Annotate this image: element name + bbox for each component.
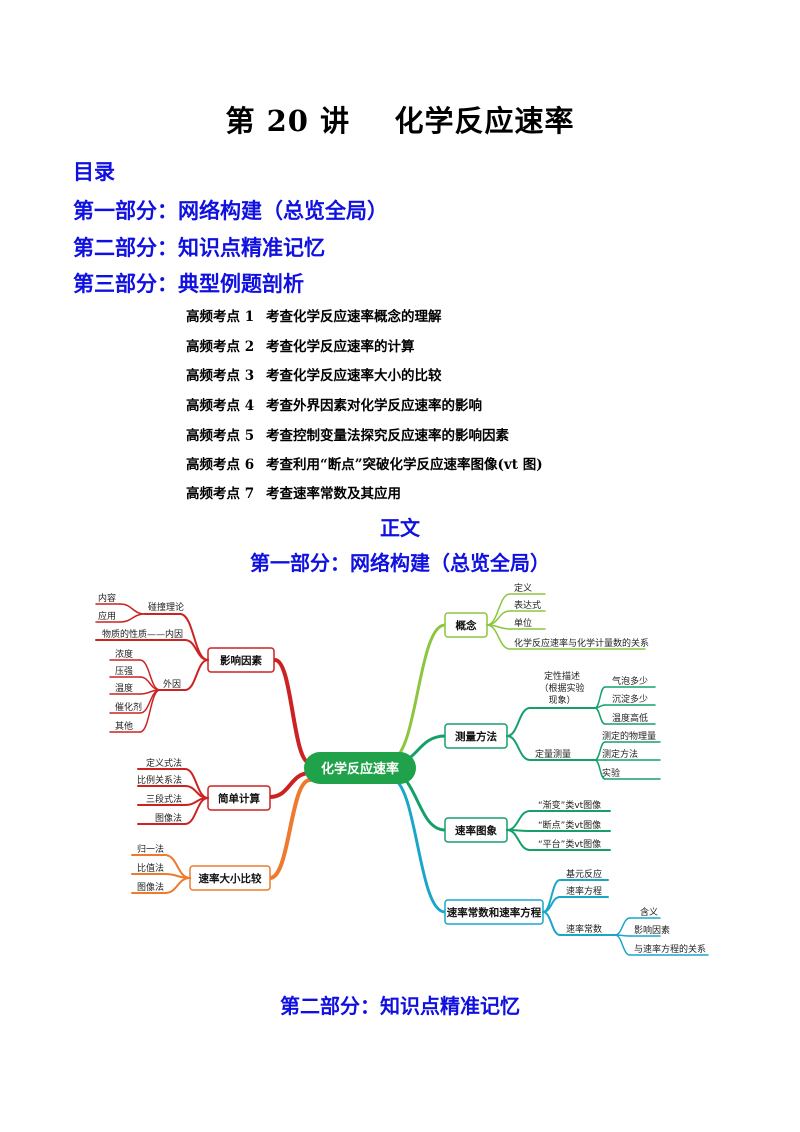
line	[506, 810, 531, 831]
text-factor: 催化剂	[115, 701, 142, 713]
toc-part-2[interactable]: 第二部分：知识点精准记忆	[73, 235, 325, 260]
text-concept-item: 表达式	[514, 599, 541, 611]
line	[486, 593, 511, 626]
text-rate-constant: 速率常数	[566, 923, 602, 935]
part2-heading: 第二部分：知识点精准记忆	[280, 994, 520, 1018]
line	[614, 934, 631, 956]
line	[614, 917, 631, 936]
line	[184, 639, 209, 661]
branch-line-compare	[268, 778, 312, 880]
text-qualitative-item: 沉淀多少	[612, 693, 648, 705]
text-quantitative-item: 测定方法	[602, 748, 638, 760]
text-factor: 浓度	[115, 648, 133, 660]
line	[542, 879, 561, 913]
text-external: 外因	[163, 678, 181, 690]
node-constant-label: 速率常数和速率方程	[447, 906, 542, 919]
line	[184, 768, 209, 799]
text-constant-item: 与速率方程的关系	[634, 943, 706, 955]
line	[119, 603, 146, 615]
text-property-internal: 物质的性质——内因	[102, 628, 183, 640]
line	[164, 873, 191, 879]
node-rate-graph-label: 速率图象	[455, 824, 497, 837]
text-graph-type: “平台”类vt图像	[538, 838, 601, 850]
line	[139, 689, 161, 733]
toc-part-3[interactable]: 第三部分：典型例题剖析	[73, 271, 304, 296]
toc-heading: 目录	[73, 159, 115, 184]
text-concept-item: 定义	[514, 582, 532, 594]
node-influence-label: 影响因素	[220, 654, 262, 667]
node-measure-label: 测量方法	[455, 730, 497, 743]
text-graph-type: “断点”类vt图像	[538, 819, 601, 831]
line	[139, 659, 161, 691]
part1-heading: 第一部分：网络构建（总览全局）	[250, 551, 550, 575]
text-factor: 其他	[115, 720, 133, 732]
node-concept-label: 概念	[456, 619, 477, 632]
branch-line-concept	[388, 623, 447, 762]
text-collision-theory: 碰撞理论	[148, 601, 184, 613]
text-calc-method: 定义式法	[146, 757, 182, 769]
line	[594, 759, 606, 780]
line	[506, 735, 531, 761]
line	[119, 613, 146, 623]
text-graph-type: “渐变”类vt图像	[538, 799, 601, 811]
text-quantitative-item: 实验	[602, 767, 620, 779]
line	[184, 659, 209, 691]
line	[179, 613, 209, 661]
text-concept-item: 单位	[514, 617, 532, 629]
text-constant-item: 影响因素	[634, 924, 670, 936]
body-heading: 正文	[380, 516, 420, 540]
text-qualitative-2: （根据实验	[539, 682, 584, 694]
line	[506, 707, 531, 737]
line	[506, 829, 531, 851]
mind-map: 化学反应速率影响因素碰撞理论内容应用物质的性质——内因外因浓度压强温度催化剂其他…	[95, 582, 709, 956]
text-elementary-reaction: 基元反应	[566, 868, 602, 880]
text-compare-method: 归一法	[137, 843, 164, 855]
line	[486, 610, 511, 626]
text-qualitative-3: 现象）	[548, 694, 575, 706]
text-concept-item: 化学反应速率与化学计量数的关系	[514, 637, 649, 649]
text-calc-method: 比例关系法	[137, 774, 182, 786]
text-qualitative: 定性描述	[544, 670, 580, 682]
text-constant-item: 含义	[640, 906, 658, 918]
center-node	[304, 752, 416, 784]
line	[542, 911, 561, 936]
node-calc-label: 简单计算	[218, 792, 260, 805]
text-rate-equation: 速率方程	[566, 885, 602, 897]
text-application: 应用	[98, 610, 116, 622]
text-factor: 压强	[115, 666, 133, 677]
node-compare-label: 速率大小比较	[199, 872, 262, 885]
text-content: 内容	[98, 592, 116, 604]
text-quantitative: 定量测量	[535, 748, 571, 760]
text-calc-method: 图像法	[155, 812, 182, 824]
text-qualitative-item: 气泡多少	[612, 675, 648, 687]
branch-line-influence	[273, 658, 312, 765]
text-factor: 温度	[115, 682, 133, 694]
text-calc-method: 三段式法	[146, 793, 182, 805]
toc-part-1[interactable]: 第一部分：网络构建（总览全局）	[73, 198, 388, 223]
text-quantitative-item: 测定的物理量	[602, 730, 656, 742]
center-node-label: 化学反应速率	[321, 761, 399, 777]
line	[486, 624, 511, 650]
text-compare-method: 比值法	[137, 862, 164, 874]
line	[184, 797, 209, 825]
page-title: 第 20 讲 化学反应速率	[225, 104, 575, 138]
line	[594, 707, 606, 725]
text-qualitative-item: 温度高低	[612, 712, 648, 724]
line	[164, 877, 191, 894]
text-compare-method: 图像法	[137, 881, 164, 893]
